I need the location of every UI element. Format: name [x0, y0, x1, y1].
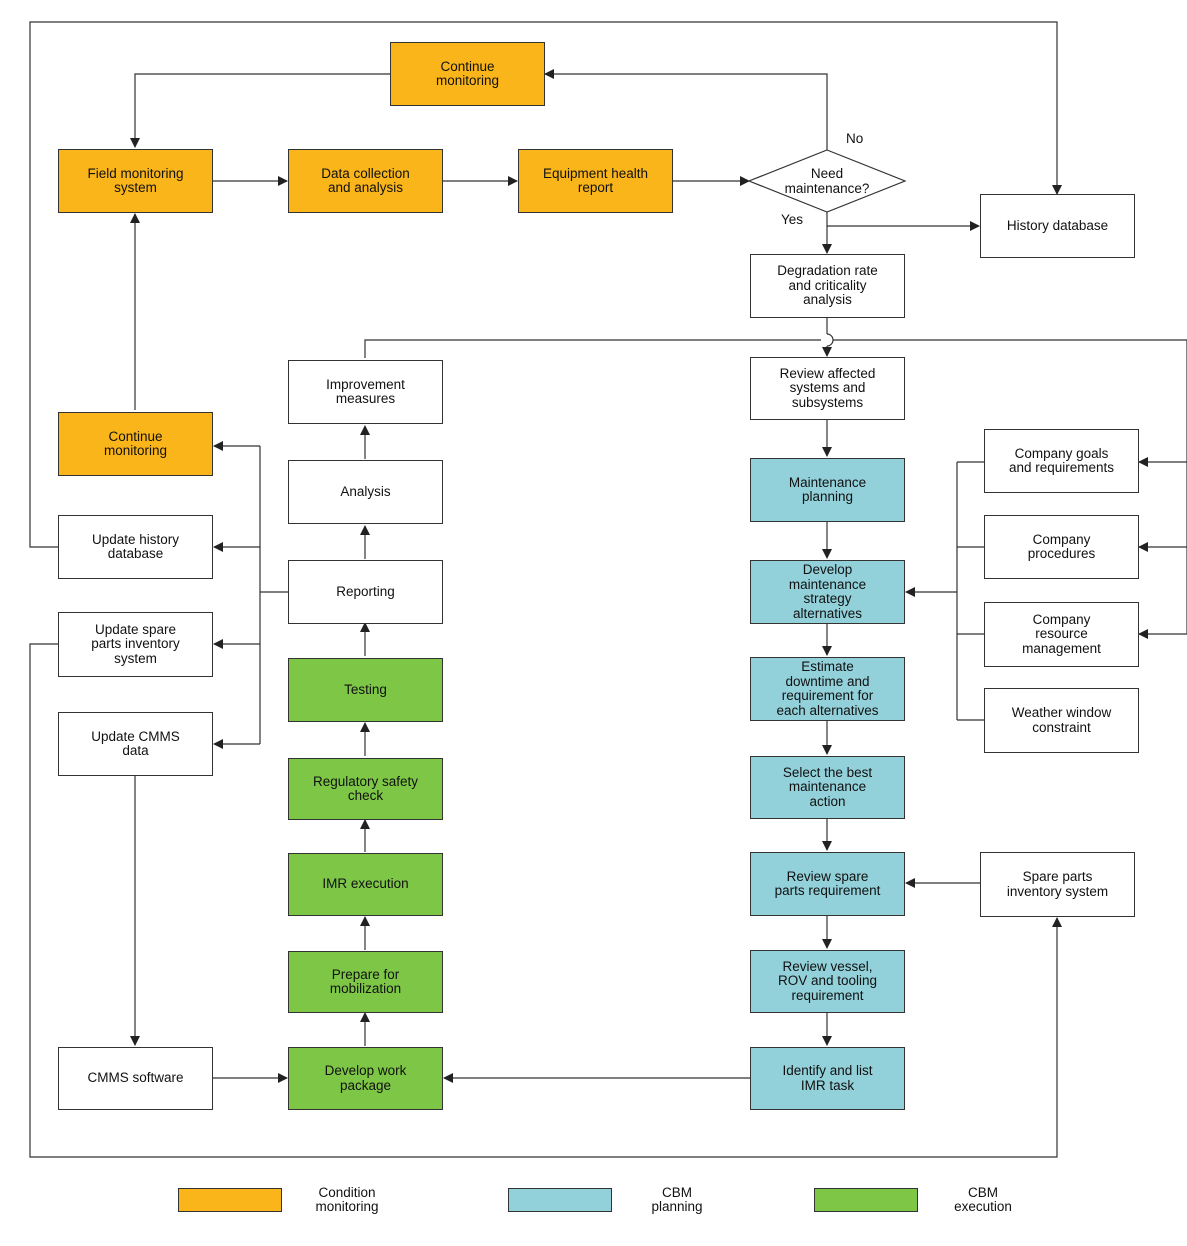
reporting-box: Reporting: [288, 560, 443, 624]
develop-strategy-box: Develop maintenance strategy alternative…: [750, 560, 905, 624]
estimate-downtime-box: Estimate downtime and requirement for ea…: [750, 657, 905, 721]
update-spare-label: Update spare parts inventory system: [91, 621, 180, 666]
legend-label-condition: Condition monitoring: [315, 1185, 379, 1214]
estimate-downtime-label: Estimate downtime and requirement for ea…: [776, 659, 879, 718]
edge-improvement-feedback-a: [364, 339, 821, 358]
prepare-mobilization-box: Prepare for mobilization: [288, 951, 443, 1013]
review-spare-box: Review spare parts requirement: [750, 852, 905, 916]
update-spare-box: Update spare parts inventory system: [58, 612, 213, 677]
review-spare-label: Review spare parts requirement: [774, 868, 881, 898]
testing-box: Testing: [288, 658, 443, 722]
develop-work-package-label: Develop work package: [324, 1063, 407, 1093]
edge-label-yes: Yes: [781, 212, 804, 227]
history-database-label: History database: [1006, 217, 1109, 233]
testing-label: Testing: [344, 681, 387, 697]
company-goals-label: Company goals and requirements: [1008, 445, 1115, 475]
equipment-health-label: Equipment health report: [542, 165, 649, 195]
spare-inventory-box: Spare parts inventory system: [980, 852, 1135, 917]
legend-label-execution: CBM execution: [954, 1185, 1012, 1214]
improvement-label: Improvement measures: [326, 376, 405, 406]
select-best-label: Select the best maintenance action: [782, 764, 873, 809]
update-history-box: Update history database: [58, 515, 213, 579]
company-goals-box: Company goals and requirements: [984, 429, 1139, 493]
data-collection-box: Data collection and analysis: [288, 149, 443, 213]
degradation-box: Degradation rate and criticality analysi…: [750, 254, 905, 318]
legend-swatch-condition: [178, 1188, 282, 1212]
review-vessel-box: Review vessel, ROV and tooling requireme…: [750, 950, 905, 1013]
legend-label-planning: CBM planning: [651, 1185, 703, 1214]
history-database-box: History database: [980, 194, 1135, 258]
regulatory-label: Regulatory safety check: [312, 773, 419, 803]
continue-monitoring-top-box: Continue monitoring: [390, 42, 545, 106]
decision-diamond: [747, 149, 907, 213]
edge-label-no: No: [846, 131, 864, 146]
data-collection-label: Data collection and analysis: [321, 165, 410, 195]
company-resource-box: Company resource management: [984, 602, 1139, 667]
regulatory-box: Regulatory safety check: [288, 758, 443, 820]
company-resource-label: Company resource management: [1022, 611, 1101, 656]
edge-no-to-continue: [544, 69, 828, 150]
analysis-label: Analysis: [340, 483, 391, 499]
edge-update-history-to-history-db: [29, 21, 1062, 548]
analysis-box: Analysis: [288, 460, 443, 524]
degradation-label: Degradation rate and criticality analysi…: [777, 263, 878, 308]
review-affected-box: Review affected systems and subsystems: [750, 357, 905, 420]
legend-swatch-execution: [814, 1188, 918, 1212]
company-procedures-box: Company procedures: [984, 515, 1139, 579]
imr-execution-label: IMR execution: [322, 876, 409, 892]
edge-improvement-feedback-b: [833, 339, 1187, 634]
equipment-health-box: Equipment health report: [518, 149, 673, 213]
update-cmms-label: Update CMMS data: [91, 728, 180, 758]
continue-monitoring-top-label: Continue monitoring: [435, 58, 500, 88]
review-affected-label: Review affected systems and subsystems: [779, 365, 876, 410]
review-vessel-label: Review vessel, ROV and tooling requireme…: [777, 958, 878, 1003]
weather-window-label: Weather window constraint: [1011, 705, 1112, 735]
maintenance-planning-box: Maintenance planning: [750, 458, 905, 522]
imr-execution-box: IMR execution: [288, 853, 443, 916]
maintenance-planning-label: Maintenance planning: [788, 474, 867, 504]
identify-imr-label: Identify and list IMR task: [782, 1063, 873, 1093]
develop-strategy-label: Develop maintenance strategy alternative…: [788, 562, 867, 621]
field-monitoring-box: Field monitoring system: [58, 149, 213, 213]
identify-imr-box: Identify and list IMR task: [750, 1047, 905, 1110]
continue-monitoring-left-label: Continue monitoring: [103, 428, 168, 458]
reporting-label: Reporting: [336, 583, 395, 599]
edge-continue-to-field: [130, 73, 390, 148]
cmms-software-label: CMMS software: [87, 1070, 184, 1086]
need-maintenance-label: Need maintenance?: [784, 166, 870, 196]
cmms-software-box: CMMS software: [58, 1047, 213, 1110]
select-best-box: Select the best maintenance action: [750, 756, 905, 819]
legend-swatch-planning: [508, 1188, 612, 1212]
spare-inventory-label: Spare parts inventory system: [1006, 869, 1109, 899]
prepare-mobilization-label: Prepare for mobilization: [329, 966, 402, 996]
update-history-label: Update history database: [91, 531, 180, 561]
continue-monitoring-left-box: Continue monitoring: [58, 412, 213, 476]
develop-work-package-box: Develop work package: [288, 1047, 443, 1110]
update-cmms-box: Update CMMS data: [58, 712, 213, 776]
company-procedures-label: Company procedures: [1027, 531, 1096, 561]
improvement-box: Improvement measures: [288, 360, 443, 424]
weather-window-box: Weather window constraint: [984, 688, 1139, 753]
field-monitoring-label: Field monitoring system: [87, 165, 184, 195]
